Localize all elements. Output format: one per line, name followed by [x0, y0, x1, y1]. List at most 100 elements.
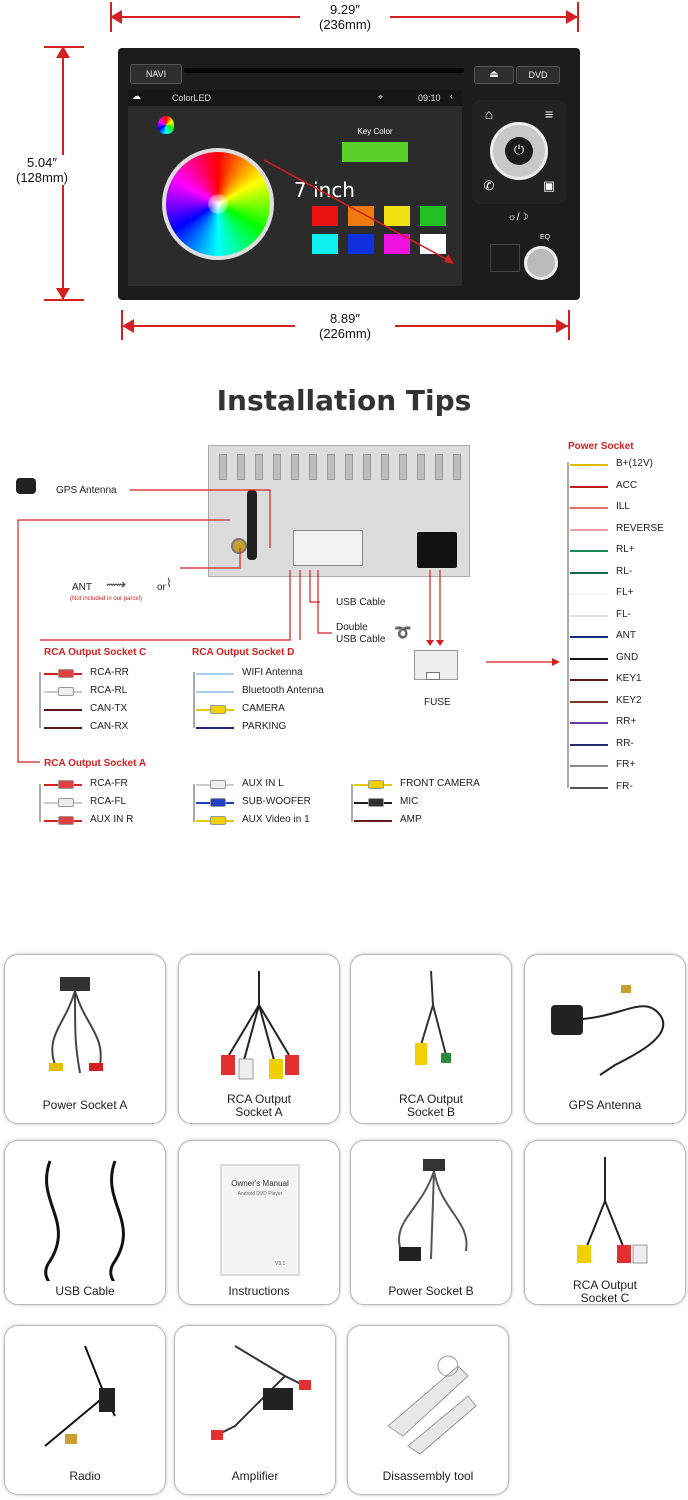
accessory-picture: [387, 1355, 477, 1455]
eject-button[interactable]: ⏏: [474, 66, 514, 84]
accessory-caption-line2: Socket A: [235, 1105, 283, 1119]
bottom-width-mm: (226mm): [318, 326, 371, 341]
heatsink-fin: [399, 454, 407, 480]
manual-title: Owner's Manual: [231, 1179, 289, 1188]
cloud-icon: ☁: [132, 91, 141, 101]
power-socket-title: Power Socket: [568, 441, 634, 452]
wire-line: [570, 614, 608, 617]
power-item-label: RR-: [616, 737, 634, 749]
rca-a-item-label: RCA-FR: [90, 778, 128, 789]
wire-line: [570, 743, 608, 746]
rca-c-item-label: CAN-RX: [90, 721, 129, 732]
accessory-caption-line1: RCA Output: [226, 1092, 292, 1106]
accessory-caption: Radio: [5, 1470, 165, 1483]
key-color-label: Key Color: [357, 127, 393, 136]
top-width-label: 9.29″ (236mm): [300, 2, 390, 32]
rca-plug-icon: [368, 780, 384, 789]
power-knob[interactable]: ⏻: [490, 122, 548, 180]
power-item-label: KEY1: [616, 673, 642, 684]
rca-plug-icon: [368, 798, 384, 807]
color-swatch[interactable]: [312, 234, 338, 254]
ant-cable-icon: ⟿: [106, 576, 127, 592]
accessory-caption-line1: USB Cable: [55, 1284, 115, 1298]
color-swatch[interactable]: [384, 234, 410, 254]
color-swatch[interactable]: [348, 234, 374, 254]
accessory-card: GPS Antenna: [524, 954, 686, 1124]
wire-line: [570, 700, 608, 703]
accessory-picture: [551, 985, 664, 1076]
rca-d-title: RCA Output Socket D: [192, 647, 295, 658]
height-inches: 5.04″: [27, 155, 57, 170]
display-screen: ☁ ColorLED ⌖ 09:10 ‹ Key Color 7 inch: [128, 90, 462, 286]
radio-icon[interactable]: ▣: [542, 178, 556, 193]
accessory-caption-line1: Disassembly tool: [382, 1469, 474, 1483]
rca-plug-icon: [58, 669, 74, 678]
location-icon: ⌖: [378, 92, 384, 102]
accessory-picture: [49, 977, 103, 1074]
usb-port: [490, 244, 520, 272]
accessory-caption-line1: Amplifier: [231, 1469, 279, 1483]
key-color-panel: Key Color: [342, 128, 408, 162]
accessory-caption: GPS Antenna: [525, 1099, 685, 1112]
wire-line: [196, 727, 234, 729]
color-swatch[interactable]: [384, 206, 410, 226]
menu-icon[interactable]: ≡: [544, 106, 554, 122]
accessory-caption: Power Socket A: [5, 1099, 165, 1112]
status-time: 09:10: [418, 93, 441, 103]
power-item-label: FL+: [616, 587, 634, 598]
accessory-picture: [44, 1160, 125, 1281]
wire-line: [570, 765, 608, 767]
back-icon[interactable]: ‹: [450, 91, 453, 101]
ant-label: ANT: [72, 582, 92, 593]
color-swatch[interactable]: [420, 206, 446, 226]
wire-line: [570, 722, 608, 724]
installation-title: Installation Tips: [216, 384, 472, 417]
power-icon: ⏻: [505, 137, 533, 165]
volume-knob[interactable]: [524, 246, 558, 280]
rca-plug-icon: [58, 798, 74, 807]
phone-icon[interactable]: ✆: [483, 178, 495, 193]
home-icon[interactable]: ⌂: [484, 106, 494, 122]
top-width-inches: 9.29″: [330, 2, 360, 17]
power-item-label: GND: [616, 651, 639, 663]
accessory-caption: Disassembly tool: [348, 1470, 508, 1483]
brightness-icon[interactable]: ☼/☽: [507, 212, 529, 223]
accessory-picture: [44, 1345, 116, 1447]
accessory-caption-line1: Radio: [69, 1469, 101, 1483]
height-label: 5.04″ (128mm): [2, 155, 82, 185]
power-item-label: RL-: [616, 565, 633, 577]
color-swatch[interactable]: [312, 206, 338, 226]
heatsink-fin: [417, 454, 425, 480]
rca-c-item-label: CAN-TX: [90, 703, 128, 714]
accessory-picture: [221, 971, 299, 1080]
accessory-caption-line1: RCA Output: [398, 1092, 464, 1106]
accessory-caption: USB Cable: [5, 1285, 165, 1298]
ant-or-label: or: [157, 582, 166, 593]
gps-antenna-icon: [16, 478, 36, 494]
rca-plug-icon: [58, 780, 74, 789]
wire-line: [570, 550, 608, 552]
power-item-label: ILL: [616, 501, 630, 512]
heatsink-fin: [237, 454, 245, 480]
rca-plug-icon: [58, 687, 74, 696]
aux-item-label: AUX IN L: [242, 778, 284, 789]
manual-subtitle: Android DVD Player: [237, 1191, 283, 1197]
bottom-width-inches: 8.89″: [330, 311, 360, 326]
head-unit: NAVI ⏏ DVD ☁ ColorLED ⌖ 09:10 ‹ Key Colo…: [118, 48, 580, 300]
wire-line: [196, 691, 234, 693]
heatsink-fin: [219, 454, 227, 480]
heatsink-fin: [345, 454, 353, 480]
rca-a-item-label: AUX IN R: [90, 814, 134, 825]
heatsink-fin: [273, 454, 281, 480]
color-swatch[interactable]: [348, 206, 374, 226]
wire-line: [570, 528, 608, 531]
wiring-lines: [17, 462, 569, 822]
accessory-caption-line1: Power Socket A: [42, 1098, 128, 1112]
dvd-button[interactable]: DVD: [516, 66, 560, 84]
wifi-antenna-stub: [247, 490, 257, 560]
navi-button[interactable]: NAVI: [130, 64, 182, 84]
